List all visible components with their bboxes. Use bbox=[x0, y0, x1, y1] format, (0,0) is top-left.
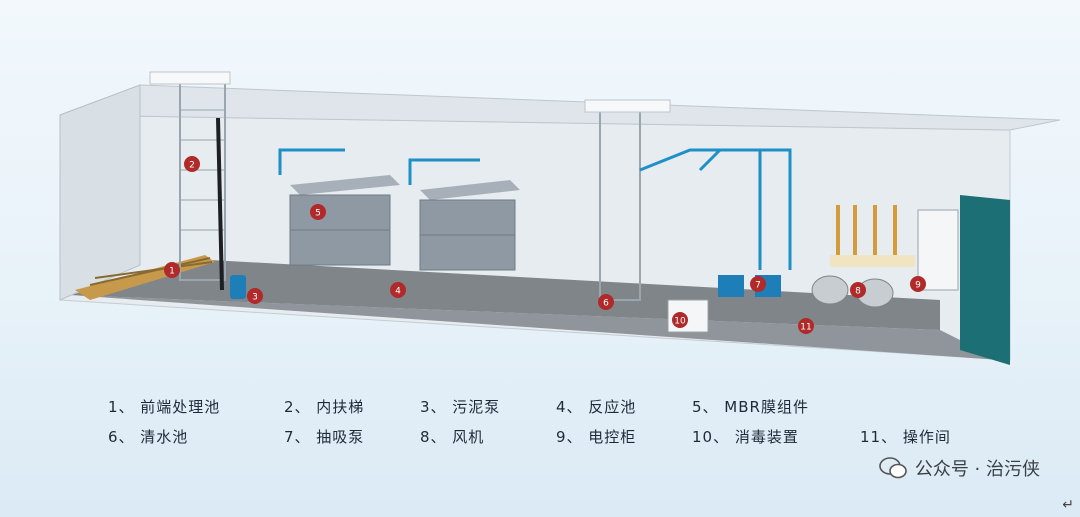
marker-label: 10 bbox=[674, 317, 686, 327]
legend-item-operation-room: 11、 操作间 bbox=[860, 428, 951, 446]
marker-6: 6 bbox=[598, 294, 614, 310]
legend-item-sludge-pump: 3、 污泥泵 bbox=[420, 398, 501, 416]
pipe bbox=[216, 117, 224, 291]
legend-row-1: 1、 前端处理池 2、 内扶梯 3、 污泥泵 4、 反应池 5、 MBR膜组件 bbox=[108, 396, 988, 426]
marker-label: 11 bbox=[800, 323, 811, 333]
marker-label: 5 bbox=[315, 209, 321, 219]
marker-3: 3 bbox=[247, 288, 263, 304]
blower-assembly bbox=[811, 205, 915, 308]
left-end-wall bbox=[59, 84, 141, 301]
legend-item-blower: 8、 风机 bbox=[420, 428, 485, 446]
marker-label: 6 bbox=[603, 299, 609, 309]
marker-9: 9 bbox=[910, 276, 926, 292]
mbr-module bbox=[289, 175, 400, 266]
marker-label: 2 bbox=[189, 161, 195, 171]
container-cutaway-illustration: 1 2 3 4 5 6 7 8 9 10 11 bbox=[59, 71, 1061, 365]
legend-item-inner-ladder: 2、 内扶梯 bbox=[284, 398, 365, 416]
marker-label: 9 bbox=[915, 281, 921, 291]
marker-4: 4 bbox=[390, 282, 406, 298]
legend-item-reaction-tank: 4、 反应池 bbox=[556, 398, 637, 416]
legend-item-suction-pump: 7、 抽吸泵 bbox=[284, 428, 365, 446]
component-legend: 1、 前端处理池 2、 内扶梯 3、 污泥泵 4、 反应池 5、 MBR膜组件 … bbox=[108, 396, 988, 456]
marker-10: 10 bbox=[672, 312, 688, 328]
aeration-pipe bbox=[408, 158, 480, 185]
marker-label: 4 bbox=[395, 287, 401, 297]
account-name: 公众号 · 治污侠 bbox=[914, 459, 1040, 480]
marker-2: 2 bbox=[184, 156, 200, 172]
legend-item-mbr-module: 5、 MBR膜组件 bbox=[692, 398, 809, 416]
legend-item-control-cabinet: 9、 电控柜 bbox=[556, 428, 637, 446]
marker-7: 7 bbox=[750, 276, 766, 292]
marker-layer: 1 2 3 4 5 6 7 8 9 10 11 bbox=[164, 156, 926, 334]
legend-item-clear-water-tank: 6、 清水池 bbox=[108, 428, 189, 446]
mbr-module bbox=[419, 180, 520, 271]
marker-label: 7 bbox=[755, 281, 761, 291]
marker-1: 1 bbox=[164, 262, 180, 278]
marker-label: 1 bbox=[169, 267, 175, 277]
aeration-pipe bbox=[278, 148, 345, 175]
marker-label: 3 bbox=[252, 293, 258, 303]
legend-row-2: 6、 清水池 7、 抽吸泵 8、 风机 9、 电控柜 10、 消毒装置 11、 … bbox=[108, 426, 988, 456]
marker-8: 8 bbox=[850, 282, 866, 298]
wechat-bubble-icon bbox=[879, 457, 907, 479]
floor-back bbox=[70, 260, 940, 330]
floor bbox=[70, 295, 1000, 360]
marker-5: 5 bbox=[310, 204, 326, 220]
marker-label: 8 bbox=[855, 287, 861, 297]
legend-item-disinfection: 10、 消毒装置 bbox=[692, 428, 799, 446]
wechat-account-watermark: 公众号 · 治污侠 bbox=[879, 455, 1040, 481]
legend-item-pretreatment-tank: 1、 前端处理池 bbox=[108, 398, 221, 416]
electric-control-cabinet bbox=[917, 209, 959, 291]
return-symbol: ↵ bbox=[1062, 497, 1074, 513]
marker-11: 11 bbox=[798, 318, 814, 334]
operation-room-door bbox=[960, 195, 1010, 365]
sludge-pump bbox=[230, 275, 246, 299]
inner-ladder bbox=[584, 99, 671, 301]
